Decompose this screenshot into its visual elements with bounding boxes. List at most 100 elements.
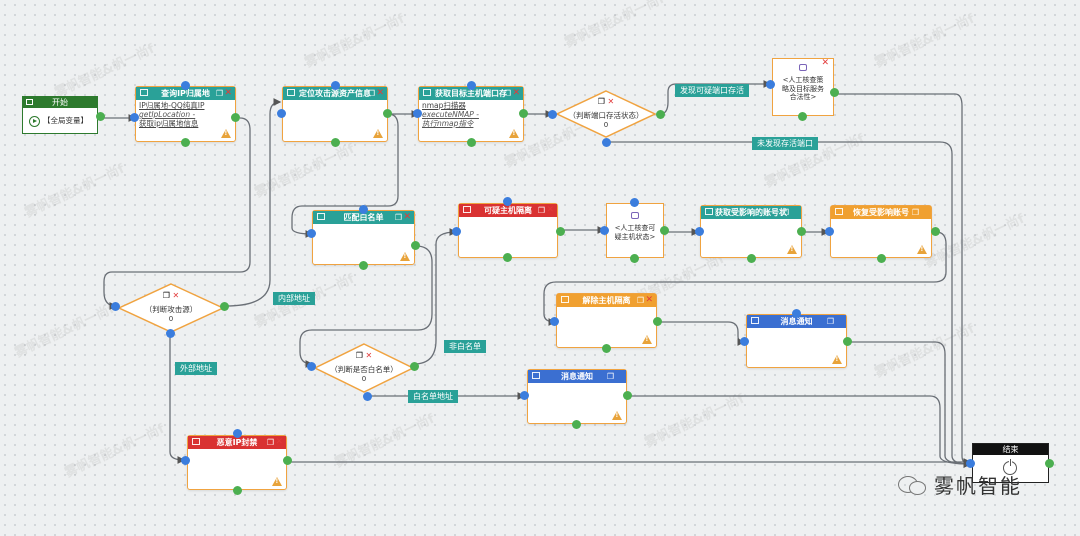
input-port[interactable]: [630, 198, 639, 207]
copy-icon[interactable]: ❐: [367, 89, 375, 98]
output-port[interactable]: [331, 138, 340, 147]
output-port[interactable]: [660, 226, 669, 235]
input-port[interactable]: [766, 80, 775, 89]
copy-icon[interactable]: ❐: [597, 97, 605, 106]
copy-icon[interactable]: ❐: [215, 89, 223, 98]
node-isolate-suspicious-host[interactable]: 可疑主机隔离 ❐ ✕: [458, 203, 558, 258]
end-node[interactable]: 结束: [972, 443, 1049, 483]
input-port[interactable]: [740, 337, 749, 346]
output-port[interactable]: [556, 227, 565, 236]
input-port[interactable]: [331, 81, 340, 90]
copy-icon[interactable]: ❐: [503, 89, 511, 98]
node-release-host-isolation[interactable]: 解除主机隔离 ❐ ✕: [556, 293, 657, 348]
output-port[interactable]: [181, 138, 190, 147]
close-icon[interactable]: ✕: [275, 437, 283, 447]
close-icon[interactable]: ✕: [365, 351, 373, 360]
output-port[interactable]: [747, 254, 756, 263]
output-port[interactable]: [220, 302, 229, 311]
copy-icon[interactable]: ❐: [162, 291, 170, 300]
output-port[interactable]: [623, 391, 632, 400]
input-port[interactable]: [825, 227, 834, 236]
input-port[interactable]: [467, 81, 476, 90]
output-port[interactable]: [519, 109, 528, 118]
close-icon[interactable]: ✕: [403, 212, 411, 222]
input-port[interactable]: [181, 456, 190, 465]
close-icon[interactable]: ✕: [821, 58, 829, 68]
close-icon[interactable]: ✕: [512, 88, 520, 98]
input-port[interactable]: [520, 391, 529, 400]
output-port[interactable]: [467, 138, 476, 147]
output-port[interactable]: [798, 112, 807, 121]
output-port[interactable]: [656, 110, 665, 119]
input-port[interactable]: [548, 110, 557, 119]
output-port[interactable]: [96, 112, 105, 121]
input-port[interactable]: [359, 205, 368, 214]
node-match-whitelist[interactable]: 匹配白名单 ❐ ✕: [312, 210, 415, 265]
copy-icon[interactable]: ❐: [537, 206, 545, 215]
input-port[interactable]: [111, 302, 120, 311]
input-port[interactable]: [233, 429, 242, 438]
node-locate-attack-asset[interactable]: 定位攻击源资产信息 ❐ ✕: [282, 86, 388, 142]
node-get-affected-accounts[interactable]: 获取受影响的账号状 ❐: [700, 205, 802, 258]
copy-icon[interactable]: ❐: [355, 351, 363, 360]
output-port[interactable]: [572, 420, 581, 429]
output-port[interactable]: [363, 392, 372, 401]
copy-icon[interactable]: ❐: [826, 317, 834, 326]
output-port[interactable]: [843, 337, 852, 346]
input-port[interactable]: [307, 229, 316, 238]
node-block-malicious-ip[interactable]: 恶意IP封禁 ❐ ✕: [187, 435, 287, 490]
output-port[interactable]: [931, 227, 940, 236]
node-query-ip-location[interactable]: 查询IP归属地 ❐ ✕ IP归属地-QQ纯真IP getIpLocation -…: [135, 86, 236, 142]
close-icon[interactable]: ✕: [224, 88, 232, 98]
start-node[interactable]: 开始 【全局变量】: [22, 96, 98, 134]
input-port[interactable]: [550, 317, 559, 326]
input-port[interactable]: [452, 227, 461, 236]
input-port[interactable]: [307, 362, 316, 371]
global-vars-button[interactable]: 【全局变量】: [29, 115, 97, 127]
output-port[interactable]: [411, 241, 420, 250]
output-port[interactable]: [503, 253, 512, 262]
input-port[interactable]: [600, 226, 609, 235]
output-port[interactable]: [877, 254, 886, 263]
decision-judge-port[interactable]: ❐ ✕ （判断端口存活状态） 0: [555, 90, 657, 138]
node-restore-accounts[interactable]: 恢复受影响账号 ❐: [830, 205, 932, 258]
input-port[interactable]: [966, 459, 975, 468]
node-get-host-ports[interactable]: 获取目标主机端口存 ❐ ✕ nmap扫描器 executeNMAP - 执行nm…: [418, 86, 524, 142]
output-port[interactable]: [1045, 459, 1054, 468]
close-icon[interactable]: ✕: [172, 291, 180, 300]
decision-judge-source[interactable]: ❐ ✕ （判断攻击源） 0: [117, 283, 225, 333]
output-port[interactable]: [797, 227, 806, 236]
output-port[interactable]: [383, 109, 392, 118]
copy-icon[interactable]: ❐: [606, 372, 614, 381]
copy-icon[interactable]: ❐: [636, 296, 644, 305]
copy-icon[interactable]: ❐: [781, 208, 789, 217]
input-port[interactable]: [130, 113, 139, 122]
input-port[interactable]: [181, 81, 190, 90]
input-port[interactable]: [413, 109, 422, 118]
output-port[interactable]: [602, 344, 611, 353]
output-port[interactable]: [359, 261, 368, 270]
copy-icon[interactable]: ❐: [266, 438, 274, 447]
manual-check-host[interactable]: <人工核查可 疑主机状态>: [606, 203, 664, 258]
output-port[interactable]: [653, 317, 662, 326]
input-port[interactable]: [792, 309, 801, 318]
input-port[interactable]: [503, 197, 512, 206]
output-port[interactable]: [630, 254, 639, 263]
manual-review-policy[interactable]: ✕ <人工核查策 略及目标服务 合法性>: [772, 58, 834, 116]
output-port[interactable]: [231, 113, 240, 122]
output-port[interactable]: [233, 486, 242, 495]
output-port[interactable]: [283, 456, 292, 465]
close-icon[interactable]: ✕: [607, 97, 615, 106]
node-notify-1[interactable]: 消息通知 ❐: [746, 314, 847, 368]
output-port[interactable]: [602, 138, 611, 147]
close-icon[interactable]: ✕: [546, 205, 554, 215]
node-notify-2[interactable]: 消息通知 ❐: [527, 369, 627, 424]
decision-judge-whitelist[interactable]: ❐ ✕ （判断是否白名单） 0: [313, 343, 415, 393]
output-port[interactable]: [166, 329, 175, 338]
input-port[interactable]: [695, 227, 704, 236]
input-port[interactable]: [277, 109, 286, 118]
output-port[interactable]: [410, 362, 419, 371]
close-icon[interactable]: ✕: [376, 88, 384, 98]
output-port[interactable]: [830, 88, 839, 97]
